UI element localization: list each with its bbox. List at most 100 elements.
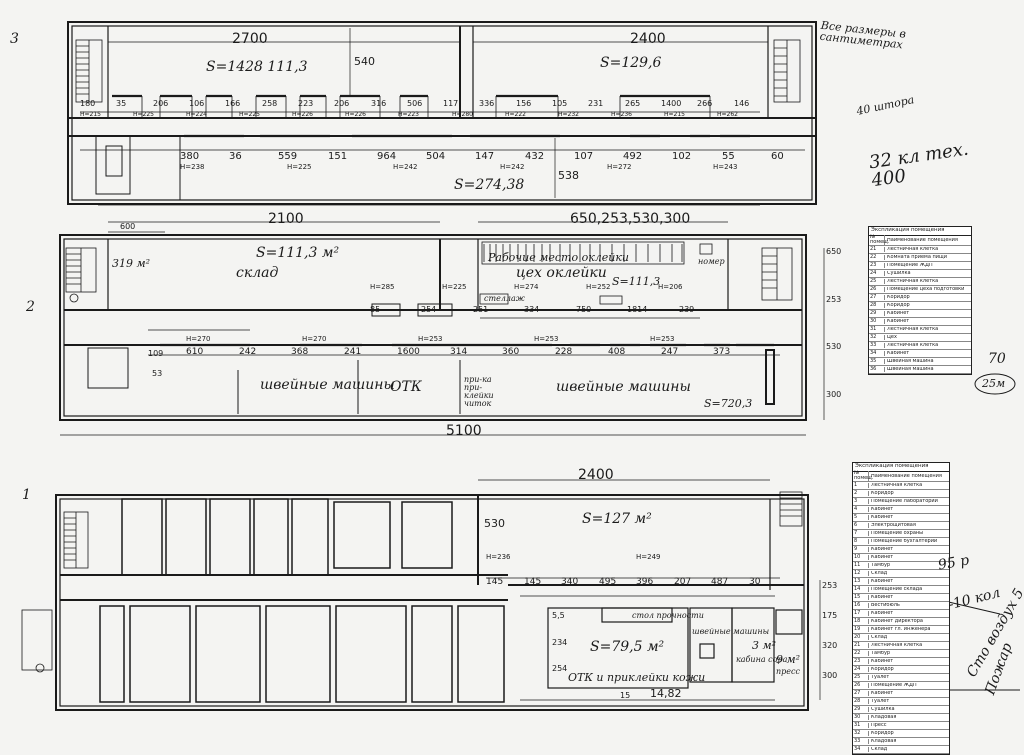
dim-label: 360	[502, 347, 520, 357]
floor2-area-gluing: S=111,3	[612, 275, 661, 288]
dim-label: 1600	[397, 347, 420, 357]
floor1-total: 2400	[578, 467, 614, 483]
legend-room-name: Кабинет	[871, 658, 894, 664]
dim-label: 964	[377, 151, 397, 162]
height-label: H=270	[186, 335, 211, 343]
dim-label: 408	[608, 347, 626, 357]
legend-room-name: Сушилка	[887, 270, 911, 276]
height-label: H=242	[500, 163, 525, 171]
dim-label: 504	[426, 151, 446, 162]
legend-room-name: Туалет	[871, 698, 890, 704]
legend-room-name: Швейная машина	[887, 358, 934, 364]
legend-num: 30	[853, 714, 869, 720]
dim-label: 151	[328, 151, 348, 162]
dim-label: 340	[561, 577, 579, 587]
height-label: H=285	[370, 283, 395, 291]
dim-label: 36	[229, 151, 242, 162]
room-reception: при-ка при-клейки читок	[464, 375, 494, 408]
legend-num: 5	[853, 514, 869, 520]
dim-label: 314	[450, 347, 468, 357]
dim-label: 207	[674, 577, 692, 587]
room-nomer: номер	[698, 257, 725, 266]
dim-label: 228	[555, 347, 573, 357]
floor3-area-corridor: S=274,38	[454, 177, 525, 193]
height-label: H=206	[658, 283, 683, 291]
legend-num: 21	[869, 246, 885, 252]
dim-label: 316	[371, 99, 387, 108]
legend-num: 29	[869, 310, 885, 316]
legend-num: 24	[869, 270, 885, 276]
legend-room-name: Помещение склада	[871, 586, 923, 592]
floor3-left-width: 2700	[232, 31, 268, 47]
legend-num: 29	[853, 706, 869, 712]
legend-num: 16	[853, 602, 869, 608]
floor3-plan	[67, 21, 817, 206]
floor1-label: 1	[22, 487, 31, 503]
height-label: H=226	[345, 111, 366, 118]
dim-label: 156	[516, 99, 532, 108]
floor3-area-left: S=1428 111,3	[206, 59, 308, 75]
room-otk-floor1: ОТК и приклейки кожи	[568, 671, 706, 684]
legend-num: 27	[853, 690, 869, 696]
legend-num: 36	[869, 366, 885, 372]
dim-label: 506	[407, 99, 423, 108]
room-storage: склад	[236, 265, 279, 281]
height-label: H=253	[418, 335, 443, 343]
height-label: H=225	[133, 111, 154, 118]
floor1-area-lower: S=79,5 м²	[590, 639, 665, 655]
legend-num: 7	[853, 530, 869, 536]
dim-label: 241	[344, 347, 362, 357]
floor1-area-m2: 9 м²	[776, 653, 801, 666]
dim-label: 206	[334, 99, 350, 108]
dim-label: 53	[152, 369, 163, 378]
legend-num: 1	[853, 482, 869, 488]
dim-label: 251	[473, 305, 489, 314]
legend-num: 31	[869, 326, 885, 332]
legend-num: 3	[853, 498, 869, 504]
legend-room-name: Коридор	[887, 294, 910, 300]
floor2-plan	[59, 221, 825, 436]
dim-label: 5,5	[552, 611, 565, 620]
dim-label: 265	[625, 99, 641, 108]
legend-room-name: Склад	[871, 746, 888, 752]
legend-bottom-col-num: № помещ.	[854, 470, 874, 481]
legend-room-name: Вестибюль	[871, 602, 900, 608]
dim-label: 320	[822, 641, 838, 650]
legend-room-name: Швейная машина	[887, 366, 934, 372]
dim-label: 750	[576, 305, 592, 314]
dim-label: 166	[225, 99, 241, 108]
height-label: H=224	[186, 111, 207, 118]
legend-room-name: Кабинет	[871, 690, 894, 696]
height-label: H=225	[287, 163, 312, 171]
legend-num: 28	[853, 698, 869, 704]
legend-room-name: Пресс	[871, 722, 887, 728]
floor3-label: 3	[10, 31, 19, 47]
floor2-label: 2	[26, 299, 35, 315]
dim-label: 1814	[627, 305, 648, 314]
height-label: H=280	[452, 111, 473, 118]
legend-room-name: Помещение ЖДП	[871, 682, 917, 688]
floor2-area-storage: S=111,3 м²	[256, 245, 340, 261]
dim-label: 368	[291, 347, 309, 357]
legend-num: 35	[869, 358, 885, 364]
legend-num: 14	[853, 586, 869, 592]
dim-label: 380	[180, 151, 200, 162]
legend-room-name: Кабинет	[871, 554, 894, 560]
dim-label: 206	[153, 99, 169, 108]
